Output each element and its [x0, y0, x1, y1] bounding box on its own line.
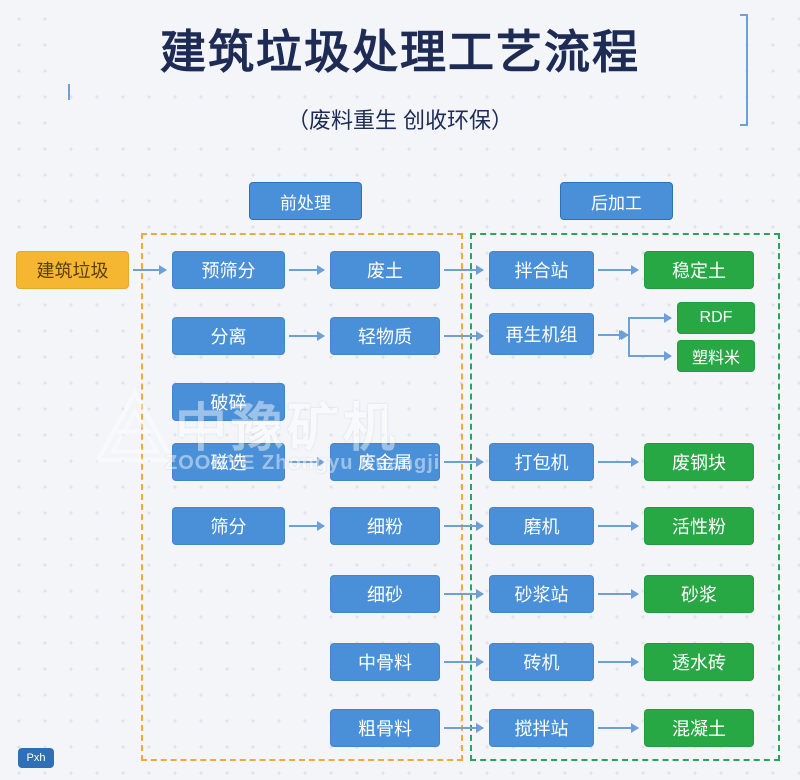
node-process-screening[interactable]: 筛分: [172, 507, 285, 545]
arrow-magnetic-to-scrap-metal: [289, 457, 325, 467]
arrow-stirring-station-to-concrete: [598, 723, 639, 733]
node-product-permeable-brick[interactable]: 透水砖: [644, 643, 754, 681]
arrow-separation-to-light-materials: [289, 331, 325, 341]
node-material-waste-soil[interactable]: 废土: [330, 251, 440, 289]
group-label-pre-processing: 前处理: [249, 182, 362, 220]
arrow-mortar-station-to-mortar: [598, 589, 639, 599]
corner-badge: Pxh: [18, 748, 54, 768]
arrow-grinder-to-active-powder: [598, 521, 639, 531]
group-region-post-processing: [470, 233, 780, 761]
node-product-concrete[interactable]: 混凝土: [644, 709, 754, 747]
arrow-mixing-station-to-stabilized-soil: [598, 265, 639, 275]
arrow-waste-soil-to-mixing-station: [444, 265, 484, 275]
arrow-scrap-metal-to-baler: [444, 457, 484, 467]
node-product-mortar[interactable]: 砂浆: [644, 575, 754, 613]
node-product-scrap-steel-block[interactable]: 废钢块: [644, 443, 754, 481]
group-region-pre-processing: [141, 233, 463, 761]
arrow-medium-aggregate-to-brick-machine: [444, 657, 484, 667]
node-process-separation[interactable]: 分离: [172, 317, 285, 355]
node-material-fine-powder[interactable]: 细粉: [330, 507, 440, 545]
node-material-medium-aggregate[interactable]: 中骨料: [330, 643, 440, 681]
node-equipment-mortar-station[interactable]: 砂浆站: [489, 575, 594, 613]
node-material-light-materials[interactable]: 轻物质: [330, 317, 440, 355]
group-label-post-processing: 后加工: [560, 182, 673, 220]
node-product-stabilized-soil[interactable]: 稳定土: [644, 251, 754, 289]
page-title: 建筑垃圾处理工艺流程: [60, 12, 740, 84]
node-product-active-powder[interactable]: 活性粉: [644, 507, 754, 545]
arrow-pre-screening-to-waste-soil: [289, 265, 325, 275]
node-equipment-brick-machine[interactable]: 砖机: [489, 643, 594, 681]
node-equipment-stirring-station[interactable]: 搅拌站: [489, 709, 594, 747]
node-material-coarse-aggregate[interactable]: 粗骨料: [330, 709, 440, 747]
arrow-fine-powder-to-grinder: [444, 521, 484, 531]
node-material-fine-sand[interactable]: 细砂: [330, 575, 440, 613]
node-process-crushing[interactable]: 破碎: [172, 383, 285, 421]
node-product-plastic-pellets[interactable]: 塑料米: [677, 340, 755, 372]
node-equipment-grinder[interactable]: 磨机: [489, 507, 594, 545]
node-equipment-mixing-station[interactable]: 拌合站: [489, 251, 594, 289]
arrow-baler-to-scrap-steel-block: [598, 457, 639, 467]
node-process-magnetic-separation[interactable]: 磁选: [172, 443, 285, 481]
arrow-branch-to-rdf: [628, 313, 672, 323]
arrow-branch-to-plastic-pellets: [628, 351, 672, 361]
node-product-rdf[interactable]: RDF: [677, 302, 755, 334]
node-material-scrap-metal[interactable]: 废金属: [330, 443, 440, 481]
arrow-screening-to-fine-powder: [289, 521, 325, 531]
arrow-recycling-unit-out: [598, 330, 629, 340]
node-source-construction-waste[interactable]: 建筑垃圾: [16, 251, 129, 289]
arrow-brick-machine-to-permeable-brick: [598, 657, 639, 667]
branch-vertical-recycling: [628, 317, 630, 355]
page-subtitle: （废料重生 创收环保）: [60, 100, 740, 138]
node-equipment-recycling-unit[interactable]: 再生机组: [489, 313, 594, 355]
arrow-light-materials-to-recycling-unit: [444, 331, 484, 341]
arrow-coarse-aggregate-to-stirring-station: [444, 723, 484, 733]
trunk-placeholder: [149, 269, 151, 549]
arrow-source-to-pre-screening: [133, 265, 167, 275]
node-equipment-baler[interactable]: 打包机: [489, 443, 594, 481]
arrow-fine-sand-to-mortar-station: [444, 589, 484, 599]
node-process-pre-screening[interactable]: 预筛分: [172, 251, 285, 289]
